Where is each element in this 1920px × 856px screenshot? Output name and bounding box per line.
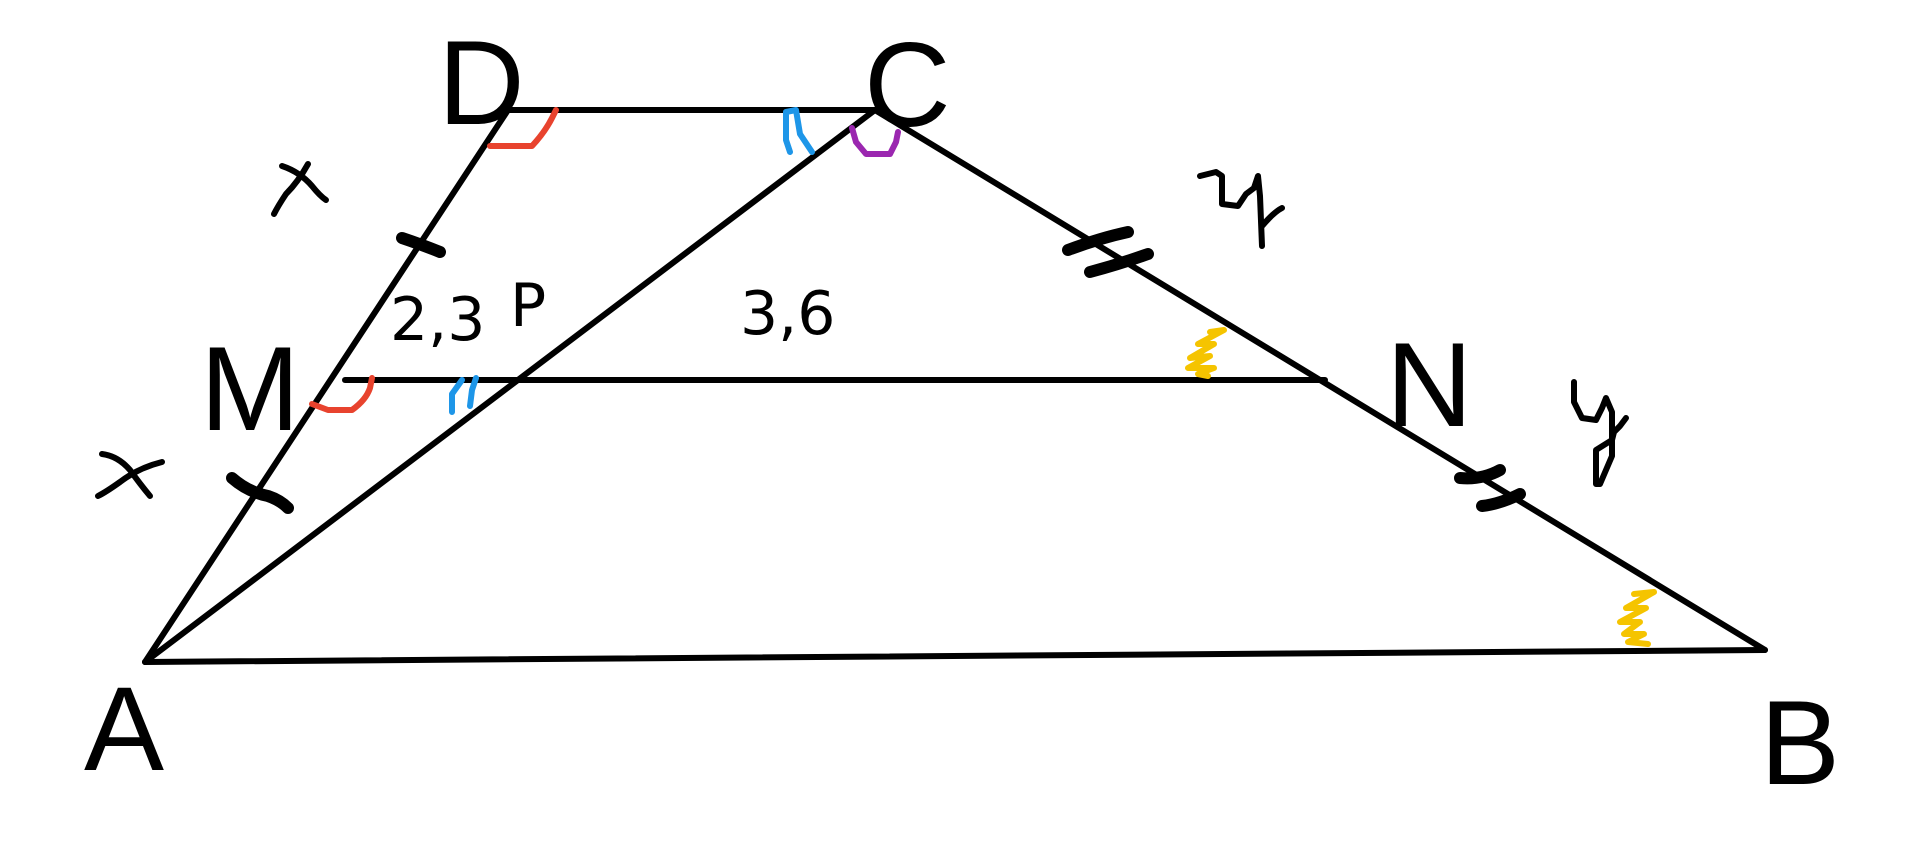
tick-mark-NB-1 [1454,464,1506,485]
angle-mark-M-red [309,375,375,413]
length-label-MP: 2,3 [390,285,485,355]
vertex-label-N: N [1386,318,1473,452]
handwritten-y-upper [1197,169,1285,249]
angle-mark-D-red [487,107,559,149]
tick-mark-CN-2 [1084,248,1154,278]
angle-mark-B-yellow [1617,589,1657,647]
handwritten-y-lower [1571,379,1629,487]
vertex-label-A: A [84,662,164,796]
angle-mark-C-purple [849,125,901,157]
handwritten-x-lower [95,451,165,499]
vertex-label-M: M [200,322,300,456]
handwritten-x-upper [271,161,329,217]
vertex-label-D: D [438,16,525,150]
angle-mark-C-blue [783,107,815,155]
angle-mark-N-yellow [1185,327,1227,379]
angle-mark-P-blue [449,375,479,415]
length-label-PN: 3,6 [740,279,835,349]
segment-AD [142,107,511,665]
point-label-P: P [510,271,546,341]
tick-mark-MA [226,472,294,514]
tick-mark-NB-2 [1476,488,1526,512]
vertex-label-C: C [864,18,951,152]
diagonal-AC [142,107,878,665]
tick-mark-CN-1 [1062,226,1134,256]
tick-mark-DM [396,232,446,258]
vertex-label-B: B [1760,676,1840,810]
segment-AB [142,647,1768,665]
